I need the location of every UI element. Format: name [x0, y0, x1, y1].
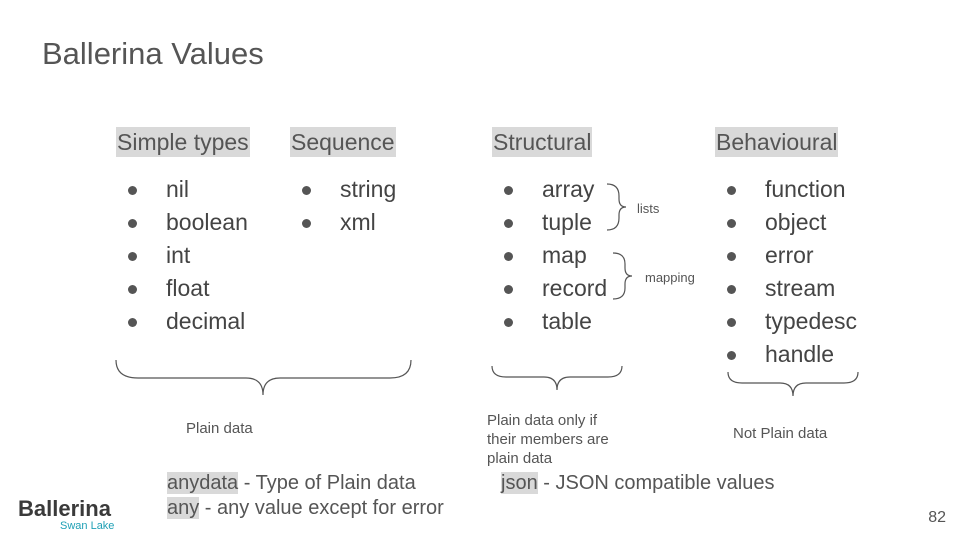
- list-item: decimal: [128, 305, 248, 338]
- mapping-brace: [612, 252, 633, 300]
- list-item: record: [504, 272, 607, 305]
- mapping-note: mapping: [645, 270, 695, 285]
- logo-name: Ballerina: [18, 496, 111, 521]
- list-item: typedesc: [727, 305, 857, 338]
- list-item: float: [128, 272, 248, 305]
- bullet-icon: [504, 285, 513, 294]
- sequence-list: string xml: [302, 173, 396, 239]
- bullet-icon: [727, 219, 736, 228]
- bullet-icon: [727, 318, 736, 327]
- bullet-icon: [302, 186, 311, 195]
- list-item: nil: [128, 173, 248, 206]
- list-item: handle: [727, 338, 857, 371]
- plain-data-brace: [115, 359, 412, 396]
- header-behavioural: Behavioural: [715, 127, 839, 157]
- bullet-icon: [504, 318, 513, 327]
- bullet-icon: [727, 351, 736, 360]
- list-item: xml: [302, 206, 396, 239]
- anydata-keyword: anydata: [167, 472, 239, 494]
- ballerina-logo: Ballerina Swan Lake: [18, 496, 114, 533]
- any-definition: any - any value except for error: [167, 497, 444, 519]
- behavioural-list: function object error stream typedesc ha…: [727, 173, 857, 371]
- bullet-icon: [504, 252, 513, 261]
- list-item: table: [504, 305, 607, 338]
- list-item: boolean: [128, 206, 248, 239]
- plain-if-brace: [491, 365, 623, 391]
- list-item: int: [128, 239, 248, 272]
- plain-if-label: Plain data only if their members are pla…: [487, 412, 609, 467]
- bullet-icon: [302, 219, 311, 228]
- simple-types-list: nil boolean int float decimal: [128, 173, 248, 338]
- bullet-icon: [504, 186, 513, 195]
- list-item: tuple: [504, 206, 607, 239]
- logo-subtitle: Swan Lake: [60, 520, 115, 532]
- list-item: array: [504, 173, 607, 206]
- json-keyword: json: [501, 472, 538, 494]
- json-definition: json - JSON compatible values: [501, 472, 775, 494]
- bullet-icon: [128, 318, 137, 327]
- bullet-icon: [727, 285, 736, 294]
- header-structural: Structural: [492, 127, 593, 157]
- bullet-icon: [128, 285, 137, 294]
- bullet-icon: [727, 186, 736, 195]
- list-item: function: [727, 173, 857, 206]
- list-item: object: [727, 206, 857, 239]
- header-sequence: Sequence: [290, 127, 396, 157]
- header-simple-types: Simple types: [116, 127, 250, 157]
- bullet-icon: [128, 252, 137, 261]
- structural-list: array tuple map record table: [504, 173, 607, 338]
- anydata-definition: anydata - Type of Plain data: [167, 472, 416, 494]
- bullet-icon: [128, 186, 137, 195]
- list-item: stream: [727, 272, 857, 305]
- any-keyword: any: [167, 497, 200, 519]
- not-plain-brace: [727, 371, 859, 397]
- bullet-icon: [504, 219, 513, 228]
- bullet-icon: [727, 252, 736, 261]
- not-plain-label: Not Plain data: [733, 425, 828, 442]
- list-item: map: [504, 239, 607, 272]
- bullet-icon: [128, 219, 137, 228]
- plain-data-label: Plain data: [186, 420, 253, 437]
- slide-title: Ballerina Values: [42, 36, 264, 71]
- page-number: 82: [928, 509, 946, 526]
- list-item: string: [302, 173, 396, 206]
- list-item: error: [727, 239, 857, 272]
- lists-brace: [606, 183, 627, 231]
- lists-note: lists: [637, 201, 660, 216]
